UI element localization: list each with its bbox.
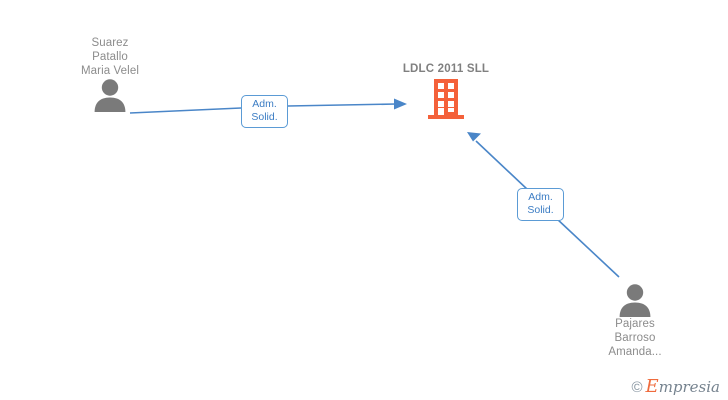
person-right-name-line-2: Barroso bbox=[614, 332, 656, 344]
edge-right-person-to-label bbox=[555, 217, 620, 278]
node-company[interactable]: LDLC 2011 SLL bbox=[366, 62, 526, 120]
person-icon[interactable] bbox=[90, 78, 130, 112]
relation-right-line-2: Solid. bbox=[527, 204, 554, 216]
node-person-bottom-right[interactable]: Pajares Barroso Amanda... bbox=[560, 283, 710, 359]
edge-left-label-to-company bbox=[287, 103, 397, 107]
person-right-name-line-3: Amanda... bbox=[608, 346, 662, 358]
arrowhead-to-company-right bbox=[467, 132, 481, 142]
node-person-left[interactable]: Suarez Patallo Maria Velel bbox=[35, 36, 185, 112]
edge-left-person-to-label bbox=[129, 107, 242, 114]
person-icon[interactable] bbox=[615, 283, 655, 317]
person-left-name-line-1: Suarez bbox=[91, 37, 129, 49]
copyright-icon: © bbox=[631, 378, 643, 396]
relation-right-line-1: Adm. bbox=[528, 191, 553, 203]
person-left-name-line-2: Patallo bbox=[92, 51, 128, 63]
watermark: © E mpresia bbox=[631, 378, 720, 396]
relation-left-line-2: Solid. bbox=[251, 111, 278, 123]
relation-left-line-1: Adm. bbox=[252, 98, 277, 110]
relation-label-right[interactable]: Adm. Solid. bbox=[517, 188, 564, 221]
company-building-icon[interactable] bbox=[426, 78, 466, 120]
person-right-name-line-1: Pajares bbox=[615, 318, 655, 330]
person-left-name-line-3: Maria Velel bbox=[81, 65, 139, 77]
relation-label-left[interactable]: Adm. Solid. bbox=[241, 95, 288, 128]
brand-name: mpresia bbox=[658, 377, 720, 396]
edge-right-label-to-company bbox=[475, 140, 529, 191]
brand-initial: E bbox=[645, 376, 659, 397]
arrowhead-to-company-left bbox=[394, 98, 407, 110]
company-name: LDLC 2011 SLL bbox=[402, 63, 490, 75]
